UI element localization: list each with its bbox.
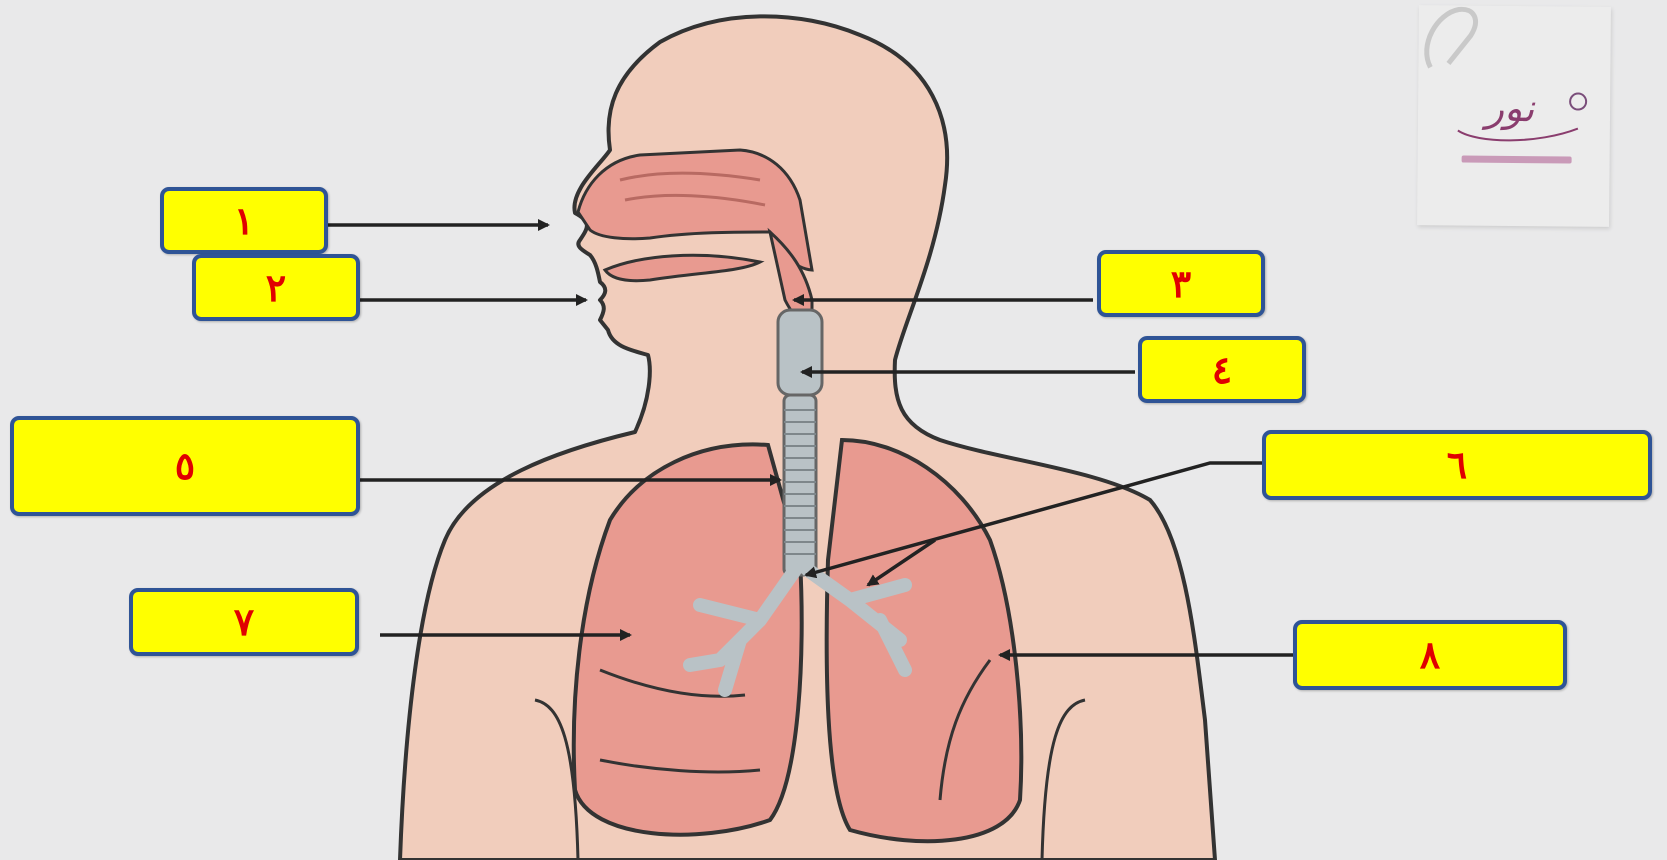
paperclip-icon <box>1427 9 1476 68</box>
label-number-2: ٢ <box>266 269 286 307</box>
flower-icon <box>1570 93 1586 109</box>
label-box-8[interactable]: ٨ <box>1293 620 1567 690</box>
label-box-5[interactable]: ٥ <box>10 416 360 516</box>
label-number-6: ٦ <box>1447 446 1467 484</box>
label-box-7[interactable]: ٧ <box>129 588 359 656</box>
label-number-4: ٤ <box>1212 351 1232 389</box>
larynx <box>778 310 822 395</box>
label-box-1[interactable]: ١ <box>160 187 328 254</box>
label-number-3: ٣ <box>1171 265 1191 303</box>
label-number-8: ٨ <box>1420 636 1440 674</box>
label-number-1: ١ <box>234 202 254 240</box>
label-number-7: ٧ <box>234 603 254 641</box>
label-number-5: ٥ <box>175 447 195 485</box>
watermark-logo: نور <box>1417 5 1611 227</box>
label-box-3[interactable]: ٣ <box>1097 250 1265 317</box>
label-box-6[interactable]: ٦ <box>1262 430 1652 500</box>
label-box-4[interactable]: ٤ <box>1138 336 1306 403</box>
logo-graphic: نور <box>1417 5 1611 227</box>
label-box-2[interactable]: ٢ <box>192 254 360 321</box>
svg-text:نور: نور <box>1482 86 1536 131</box>
